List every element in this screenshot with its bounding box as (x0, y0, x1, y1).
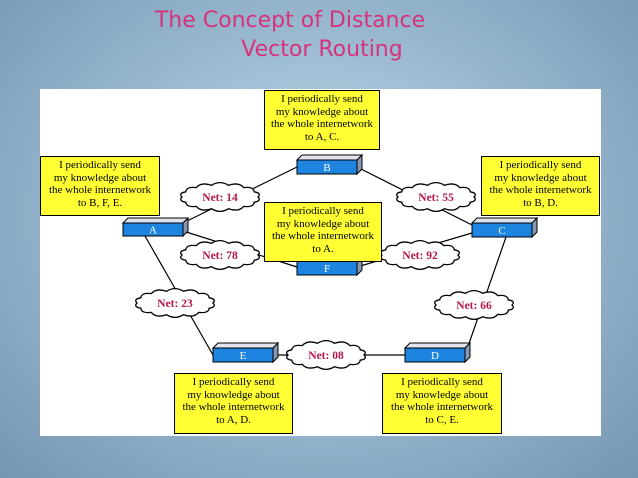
message-box-router-d: I periodically send my knowledge about t… (382, 373, 502, 434)
network-label: Net: 23 (157, 298, 193, 310)
message-line: I periodically send (281, 93, 363, 105)
router-front-face (212, 347, 274, 363)
network-label: Net: 08 (308, 350, 344, 362)
message-line: I periodically send (59, 159, 141, 171)
message-line: I periodically send (192, 376, 275, 388)
message-line: to C, E. (425, 413, 459, 426)
network-clouds: Net: 14 Net: 55 Net: 78 Net: 92 Net: 23 Net: … (135, 182, 514, 370)
router-label: B (323, 162, 330, 174)
network-label: Net: 78 (202, 250, 238, 262)
message-line: to A. (312, 242, 334, 255)
router-top-face (295, 154, 364, 161)
router-top-face (403, 342, 472, 349)
message-box-router-a: I periodically send my knowledge about t… (40, 156, 160, 216)
message-line: my knowledge about (395, 388, 489, 401)
router-label: E (240, 350, 247, 362)
network-cloud: Net: 14 (180, 182, 260, 212)
network-cloud: Net: 92 (380, 240, 460, 270)
cloud-icon (180, 240, 260, 270)
router-c: C (470, 216, 539, 239)
slide-title: The Concept of Distance Vector Routing (0, 6, 638, 64)
cloud-icon (180, 182, 260, 212)
cloud-icon (380, 240, 460, 270)
router-label: F (324, 263, 330, 275)
network-cloud: Net: 55 (396, 182, 476, 212)
cloud-icon (286, 340, 366, 370)
router-front-face (471, 222, 533, 238)
diagram-panel: Net: 14 Net: 55 Net: 78 Net: 92 Net: 23 Net: … (40, 89, 601, 436)
message-line: the whole internetwork (270, 118, 374, 130)
router-e: E (211, 341, 280, 364)
network-cloud: Net: 78 (180, 240, 260, 270)
router-a: A (121, 216, 190, 238)
router-top-face (211, 342, 280, 349)
routers: A B C D E F (121, 153, 539, 364)
message-line: my knowledge about (53, 171, 147, 184)
router-d: D (403, 341, 472, 364)
cloud-icon (434, 290, 514, 320)
message-line: my knowledge about (494, 171, 587, 184)
cloud-icon (396, 182, 476, 212)
message-box-router-e: I periodically send my knowledge about t… (174, 373, 293, 434)
network-label: Net: 92 (402, 250, 438, 262)
message-box-router-f: I periodically send my knowledge about t… (264, 202, 382, 262)
message-line: my knowledge about (276, 217, 370, 230)
message-line: the whole internetwork (271, 230, 375, 242)
router-label: D (431, 350, 439, 362)
router-label: A (149, 225, 157, 237)
router-front-face (404, 347, 466, 363)
router-top-face (470, 217, 539, 224)
router-front-face (122, 222, 184, 237)
slide-title-line-2: Vector Routing (241, 37, 403, 62)
message-line: the whole internetwork (489, 184, 592, 196)
message-line: to B, F, E. (77, 196, 123, 209)
message-line: the whole internetwork (390, 401, 494, 413)
slide-title-line-1: The Concept of Distance (154, 8, 426, 33)
router-front-face (296, 159, 358, 175)
message-line: I periodically send (282, 205, 364, 217)
network-diagram: Net: 14 Net: 55 Net: 78 Net: 92 Net: 23 Net: … (121, 153, 539, 370)
message-line: to B, D. (523, 196, 558, 209)
router-top-face (121, 217, 190, 224)
message-line: the whole internetwork (182, 401, 285, 413)
router-label: C (498, 225, 505, 237)
network-label: Net: 66 (456, 300, 492, 312)
network-label: Net: 55 (418, 192, 454, 204)
network-cloud: Net: 23 (135, 288, 215, 318)
message-line: to A, C. (304, 130, 340, 143)
cloud-icon (135, 288, 215, 318)
message-box-router-b: I periodically send my knowledge about t… (264, 90, 380, 150)
network-cloud: Net: 66 (434, 290, 514, 320)
message-box-router-c: I periodically send my knowledge about t… (481, 156, 600, 216)
network-cloud: Net: 08 (286, 340, 366, 370)
message-line: to A, D. (216, 413, 251, 426)
network-label: Net: 14 (202, 192, 238, 204)
message-line: my knowledge about (187, 388, 280, 401)
message-line: my knowledge about (275, 105, 369, 118)
message-line: I periodically send (401, 376, 483, 388)
message-line: the whole internetwork (48, 184, 152, 196)
message-line: I periodically send (499, 159, 582, 171)
router-b: B (295, 153, 364, 176)
